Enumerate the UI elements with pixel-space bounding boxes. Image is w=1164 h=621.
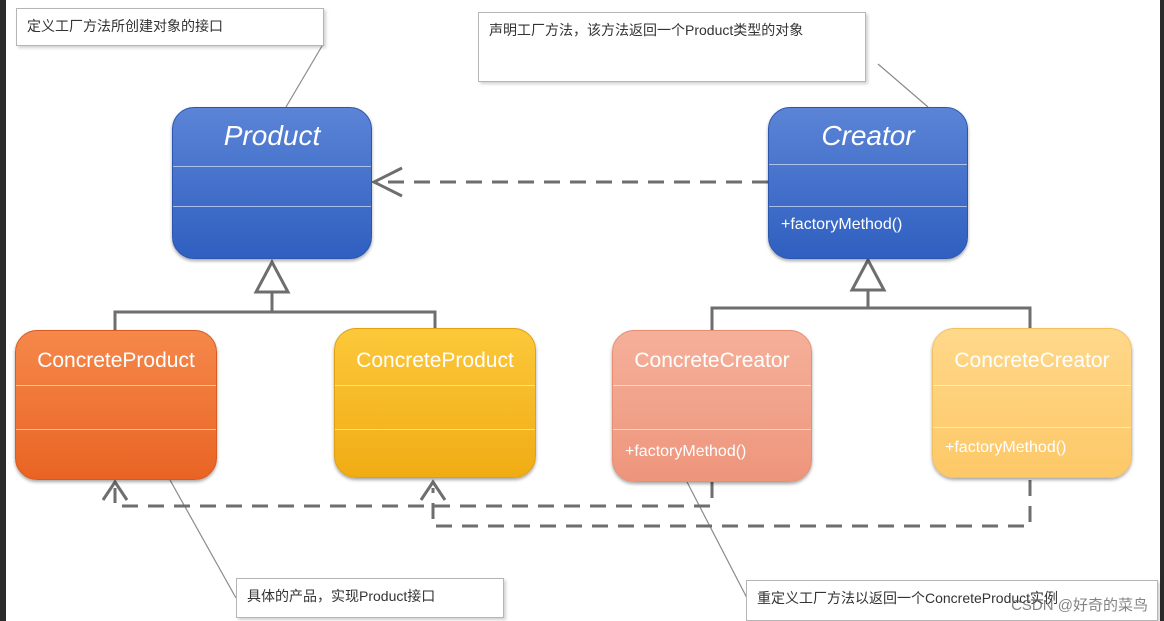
class-concrete-creator-1-method: +factoryMethod() bbox=[625, 443, 747, 460]
class-concrete-product-1: ConcreteProduct bbox=[15, 330, 217, 480]
class-creator-divider-2 bbox=[769, 206, 967, 207]
inheritance-line-creator bbox=[710, 306, 1032, 330]
dependency-arrow-product bbox=[370, 166, 403, 198]
note-concrete-product: 具体的产品，实现Product接口 bbox=[236, 578, 504, 618]
note-line-product bbox=[285, 45, 323, 108]
inheritance-arrow-product bbox=[253, 258, 291, 294]
class-concrete-product-2-divider-1 bbox=[335, 385, 535, 386]
note-product: 定义工厂方法所创建对象的接口 bbox=[16, 8, 324, 46]
dependency-arrow-product1 bbox=[101, 479, 129, 501]
class-concrete-creator-1: ConcreteCreator +factoryMethod() bbox=[612, 330, 812, 482]
class-concrete-creator-2-method: +factoryMethod() bbox=[945, 439, 1067, 456]
frame-right-edge bbox=[1160, 0, 1164, 621]
class-product: Product bbox=[172, 107, 372, 259]
class-concrete-creator-2-divider-2 bbox=[933, 427, 1131, 428]
dependency-line-creator1-product1 bbox=[113, 482, 714, 508]
class-product-name: Product bbox=[223, 120, 321, 151]
frame-left-edge bbox=[0, 0, 6, 621]
dependency-line-creator2-product2 bbox=[431, 480, 1032, 528]
class-concrete-product-2-divider-2 bbox=[335, 429, 535, 430]
class-creator-divider-1 bbox=[769, 164, 967, 165]
class-creator-method: +factoryMethod() bbox=[781, 216, 903, 233]
inheritance-line-product bbox=[113, 310, 437, 330]
class-concrete-product-2: ConcreteProduct bbox=[334, 328, 536, 478]
class-concrete-creator-2-name: ConcreteCreator bbox=[954, 349, 1110, 372]
class-creator: Creator +factoryMethod() bbox=[768, 107, 968, 259]
watermark: CSDN @好奇的菜鸟 bbox=[1011, 597, 1148, 614]
class-concrete-creator-2-divider-1 bbox=[933, 385, 1131, 386]
class-concrete-creator-1-name: ConcreteCreator bbox=[634, 349, 790, 372]
class-concrete-product-1-divider-2 bbox=[16, 429, 216, 430]
dependency-arrow-product2 bbox=[419, 479, 447, 501]
class-concrete-creator-1-divider-1 bbox=[613, 385, 811, 386]
class-product-divider-1 bbox=[173, 166, 371, 167]
class-creator-name: Creator bbox=[821, 120, 915, 151]
class-concrete-product-1-divider-1 bbox=[16, 385, 216, 386]
class-concrete-creator-1-divider-2 bbox=[613, 429, 811, 430]
class-concrete-creator-2: ConcreteCreator +factoryMethod() bbox=[932, 328, 1132, 478]
class-concrete-product-2-name: ConcreteProduct bbox=[356, 349, 514, 372]
inheritance-arrow-creator bbox=[849, 256, 887, 292]
note-line-concrete-product bbox=[169, 479, 237, 599]
note-creator: 声明工厂方法，该方法返回一个Product类型的对象 bbox=[478, 12, 866, 82]
note-line-concrete-creator bbox=[685, 479, 749, 601]
note-concrete-creator: 重定义工厂方法以返回一个ConcreteProduct实例 bbox=[746, 580, 1158, 621]
note-line-creator bbox=[877, 63, 929, 108]
class-concrete-product-1-name: ConcreteProduct bbox=[37, 349, 195, 372]
class-product-divider-2 bbox=[173, 206, 371, 207]
